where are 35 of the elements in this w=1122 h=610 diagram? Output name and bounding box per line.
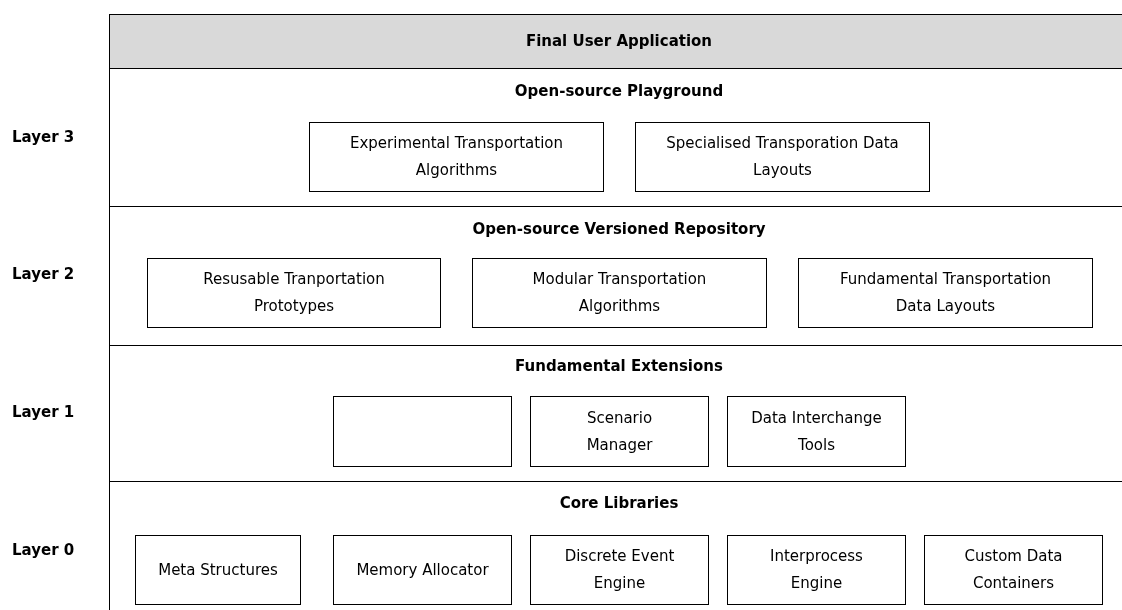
component-box <box>635 122 930 192</box>
component-box <box>147 258 441 328</box>
layer-label: Layer 0 <box>12 541 75 559</box>
layer-label: Layer 3 <box>12 128 75 146</box>
component-label: Discrete Event Engine <box>563 546 676 594</box>
layer-heading: Fundamental Extensions <box>514 357 724 375</box>
component-label: Experimental Transportation Algorithms <box>348 133 565 181</box>
component-box <box>727 396 906 467</box>
component-box <box>333 535 512 605</box>
component-box <box>530 535 709 605</box>
application-band <box>109 14 1122 69</box>
component-label: Interprocess Engine <box>769 546 864 594</box>
component-label: Custom Data Containers <box>963 546 1064 594</box>
component-label: Scenario Manager <box>585 407 654 456</box>
component-label: Specialised Transporation Data Layouts <box>665 133 900 181</box>
component-label: Data Interchange Tools <box>750 407 883 456</box>
component-label: Modular Transportation Algorithms <box>531 269 708 317</box>
component-label: Memory Allocator <box>356 559 489 581</box>
layer-heading: Core Libraries <box>558 494 680 512</box>
component-box <box>309 122 604 192</box>
component-label: Meta Structures <box>158 559 278 581</box>
component-box <box>924 535 1103 605</box>
empty-box <box>333 396 512 467</box>
component-label: Resusable Tranportation Prototypes <box>202 269 386 317</box>
layer-label: Layer 1 <box>12 403 75 421</box>
component-box <box>135 535 301 605</box>
layer-heading: Open-source Playground <box>513 82 725 100</box>
component-box <box>472 258 767 328</box>
component-box <box>727 535 906 605</box>
layer-heading: Final User Application <box>524 32 714 50</box>
component-label: Fundamental Transportation Data Layouts <box>838 269 1053 317</box>
layer-heading: Open-source Versioned Repository <box>471 220 767 238</box>
component-box <box>530 396 709 467</box>
component-box <box>798 258 1093 328</box>
layer-label: Layer 2 <box>12 265 75 283</box>
